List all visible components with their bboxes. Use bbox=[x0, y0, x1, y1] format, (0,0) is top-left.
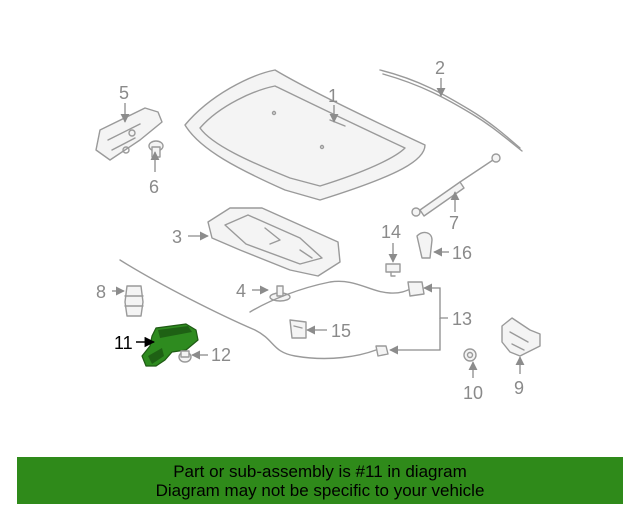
diagram-notice-banner: Part or sub-assembly is #11 in diagram D… bbox=[17, 457, 623, 504]
hood-latch-highlighted bbox=[141, 323, 199, 367]
release-handle bbox=[416, 231, 433, 259]
callout-6: 6 bbox=[149, 177, 159, 197]
hood-bumper bbox=[124, 285, 144, 317]
latch-bolt bbox=[178, 350, 192, 363]
callout-numbers: 1 2 3 4 5 6 7 8 9 10 11 12 13 14 15 16 bbox=[96, 58, 524, 403]
release-cable bbox=[119, 259, 425, 360]
callout-12: 12 bbox=[211, 345, 231, 365]
callout-16: 16 bbox=[452, 243, 472, 263]
weatherstrip bbox=[379, 69, 523, 152]
callout-11: 11 bbox=[114, 333, 133, 353]
hinge-bolt bbox=[148, 140, 164, 158]
callout-3: 3 bbox=[172, 227, 182, 247]
callout-5: 5 bbox=[119, 83, 129, 103]
callout-10: 10 bbox=[463, 383, 483, 403]
support-strut bbox=[411, 153, 501, 217]
hood-panel bbox=[184, 69, 426, 201]
latch-bracket bbox=[501, 317, 541, 357]
callout-1: 1 bbox=[328, 86, 338, 106]
callout-15: 15 bbox=[331, 321, 351, 341]
notice-line-2: Diagram may not be specific to your vehi… bbox=[155, 480, 485, 500]
cable-clip bbox=[289, 319, 307, 339]
callout-8: 8 bbox=[96, 282, 106, 302]
hood-insulator bbox=[207, 207, 341, 277]
bracket-bolt bbox=[463, 348, 477, 362]
callout-13: 13 bbox=[452, 309, 472, 329]
callout-2: 2 bbox=[435, 58, 445, 78]
hood-hinge bbox=[95, 107, 163, 161]
notice-line-1: Part or sub-assembly is #11 in diagram bbox=[173, 461, 467, 481]
parts-diagram: 1 2 3 4 5 6 7 8 9 10 11 12 13 14 15 16 bbox=[95, 58, 541, 403]
callout-4: 4 bbox=[236, 281, 246, 301]
callout-9: 9 bbox=[514, 378, 524, 398]
leader-lines bbox=[112, 78, 525, 378]
callout-7: 7 bbox=[449, 213, 459, 233]
insulator-clip bbox=[269, 285, 291, 302]
callout-14: 14 bbox=[381, 222, 401, 242]
mount-bolt bbox=[385, 263, 401, 277]
